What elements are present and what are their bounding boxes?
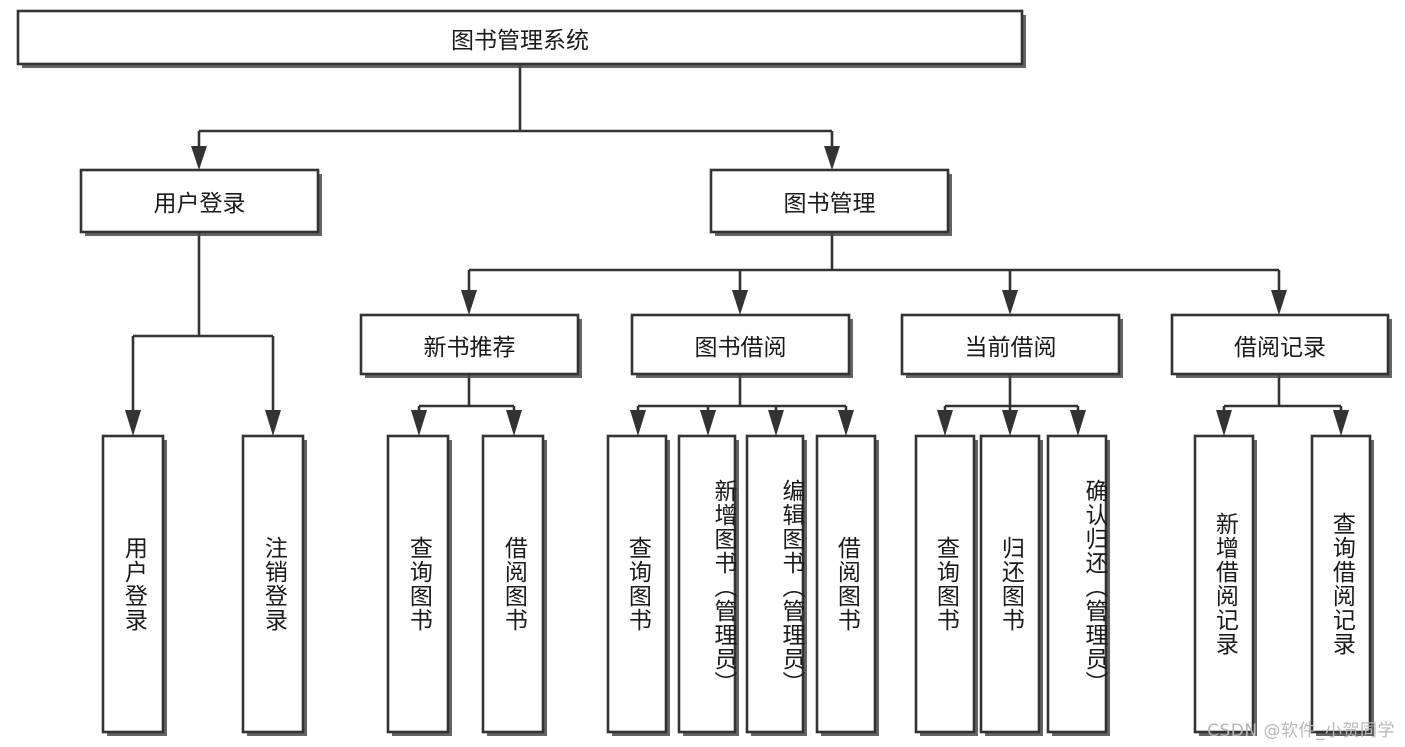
- node-leaf-logout[interactable]: [241, 434, 305, 734]
- node-leaf-borrow-book-new[interactable]: [481, 434, 545, 734]
- arrow-leaf-edit-book: [768, 410, 784, 436]
- arrow-leaf-add-book: [700, 410, 716, 436]
- node-leaf-query-book-borrow[interactable]: [606, 434, 668, 734]
- node-current[interactable]: [900, 313, 1121, 376]
- node-root[interactable]: [16, 9, 1024, 66]
- arrow-leaf-query-book-borrow: [630, 410, 646, 436]
- arrow-to-borrow: [732, 290, 748, 315]
- node-leaf-query-record[interactable]: [1310, 434, 1372, 734]
- node-login[interactable]: [79, 168, 320, 234]
- node-leaf-edit-book[interactable]: [745, 434, 805, 734]
- node-leaf-query-book-current[interactable]: [914, 434, 976, 734]
- arrow-to-records: [1271, 290, 1287, 315]
- arrow-to-bookmgmt: [824, 146, 840, 170]
- node-borrow[interactable]: [630, 313, 851, 376]
- arrow-leaf-borrow-book: [838, 410, 854, 436]
- node-leaf-borrow-book[interactable]: [815, 434, 877, 734]
- arrow-leaf-borrow-book-new: [506, 410, 522, 436]
- arrow-to-login: [191, 146, 207, 170]
- arrow-to-newbook: [461, 290, 477, 315]
- node-leaf-add-book[interactable]: [677, 434, 737, 734]
- arrow-leaf-user-login: [125, 410, 141, 436]
- node-bookmgmt[interactable]: [709, 168, 950, 234]
- node-leaf-add-record[interactable]: [1193, 434, 1255, 734]
- arrow-leaf-add-record: [1216, 410, 1232, 436]
- node-leaf-confirm-return[interactable]: [1046, 434, 1108, 734]
- arrow-leaf-confirm-return: [1070, 410, 1086, 436]
- node-leaf-query-book-new[interactable]: [386, 434, 450, 734]
- node-leaf-user-login[interactable]: [101, 434, 165, 734]
- arrow-leaf-query-record: [1333, 410, 1349, 436]
- arrow-leaf-query-book-new: [411, 410, 427, 436]
- node-records[interactable]: [1170, 313, 1390, 376]
- node-newbook[interactable]: [359, 313, 580, 376]
- node-leaf-return-book[interactable]: [979, 434, 1041, 734]
- node-layer: [16, 9, 1392, 736]
- arrow-leaf-query-book-current: [937, 410, 953, 436]
- arrow-to-current: [1002, 290, 1018, 315]
- arrow-leaf-return-book: [1002, 410, 1018, 436]
- arrow-leaf-logout: [265, 410, 281, 436]
- connector-layer: [125, 64, 1349, 436]
